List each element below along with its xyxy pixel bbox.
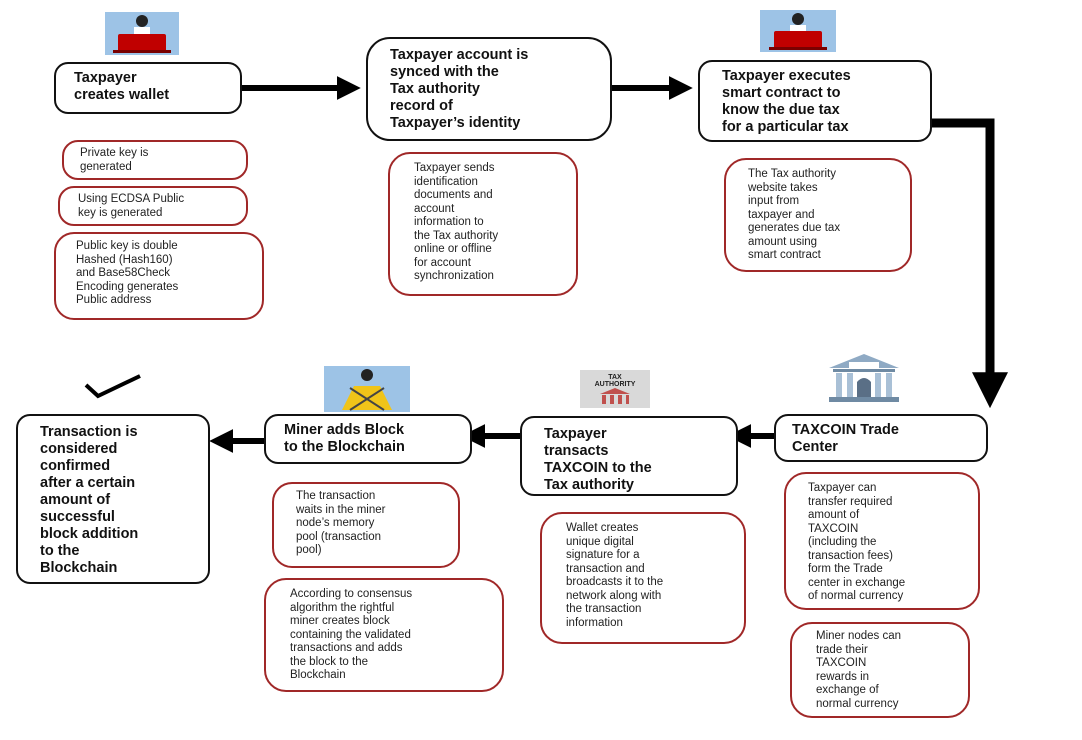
note-sends-docs: Taxpayer sends identification documents … [388,152,578,296]
note-mempool: The transaction waits in the miner node’… [272,482,460,568]
note-transfer: Taxpayer can transfer required amount of… [784,472,980,610]
trade-center-building-icon [823,352,905,404]
note-sends-docs-text: Taxpayer sends identification documents … [414,162,499,282]
note-consensus: According to consensus algorithm the rig… [264,578,504,692]
step-confirmed: Transaction is considered confirmed afte… [16,414,210,584]
taxpayer-laptop-icon-2 [760,10,836,52]
tax-authority-label-line2: AUTHORITY [595,381,636,388]
step-execute-contract: Taxpayer executes smart contract to know… [698,60,932,142]
step-miner-adds-label: Miner adds Block to the Blockchain [284,422,405,455]
note-hashed: Public key is double Hashed (Hash160) an… [54,232,264,320]
note-ecdsa-text: Using ECDSA Public key is generated [78,193,185,219]
step-trade-center: TAXCOIN Trade Center [774,414,988,462]
note-signature: Wallet creates unique digital signature … [540,512,746,644]
step-account-synced: Taxpayer account is synced with the Tax … [366,37,612,141]
tax-authority-label-line1: TAX [608,374,622,381]
step-transact-label: Taxpayer transacts TAXCOIN to the Tax au… [544,426,652,493]
note-website-text: The Tax authority website takes input fr… [748,168,841,261]
note-private-key-text: Private key is generated [80,147,149,173]
step-transact: Taxpayer transacts TAXCOIN to the Tax au… [520,416,738,496]
checkmark-icon [84,374,141,399]
taxpayer-laptop-icon [105,12,179,55]
step-account-synced-label: Taxpayer account is synced with the Tax … [390,47,529,131]
note-miner-trade-text: Miner nodes can trade their TAXCOIN rewa… [816,630,902,710]
note-private-key: Private key is generated [62,140,248,180]
note-website: The Tax authority website takes input fr… [724,158,912,272]
arrow-contract-to-trade [930,118,1008,409]
step-execute-contract-label: Taxpayer executes smart contract to know… [722,68,851,135]
note-signature-text: Wallet creates unique digital signature … [566,522,664,629]
step-confirmed-label: Transaction is considered confirmed afte… [40,424,139,576]
step-create-wallet: Taxpayer creates wallet [54,62,242,114]
note-miner-trade: Miner nodes can trade their TAXCOIN rewa… [790,622,970,718]
note-ecdsa: Using ECDSA Public key is generated [58,186,248,226]
note-hashed-text: Public key is double Hashed (Hash160) an… [76,240,179,306]
step-create-wallet-label: Taxpayer creates wallet [74,70,170,103]
note-transfer-text: Taxpayer can transfer required amount of… [808,482,906,602]
miner-icon [324,366,410,412]
note-mempool-text: The transaction waits in the miner node’… [296,490,386,556]
tax-authority-icon: TAX AUTHORITY [580,370,650,408]
step-trade-center-label: TAXCOIN Trade Center [792,422,899,455]
note-consensus-text: According to consensus algorithm the rig… [290,588,413,681]
step-miner-adds: Miner adds Block to the Blockchain [264,414,472,464]
